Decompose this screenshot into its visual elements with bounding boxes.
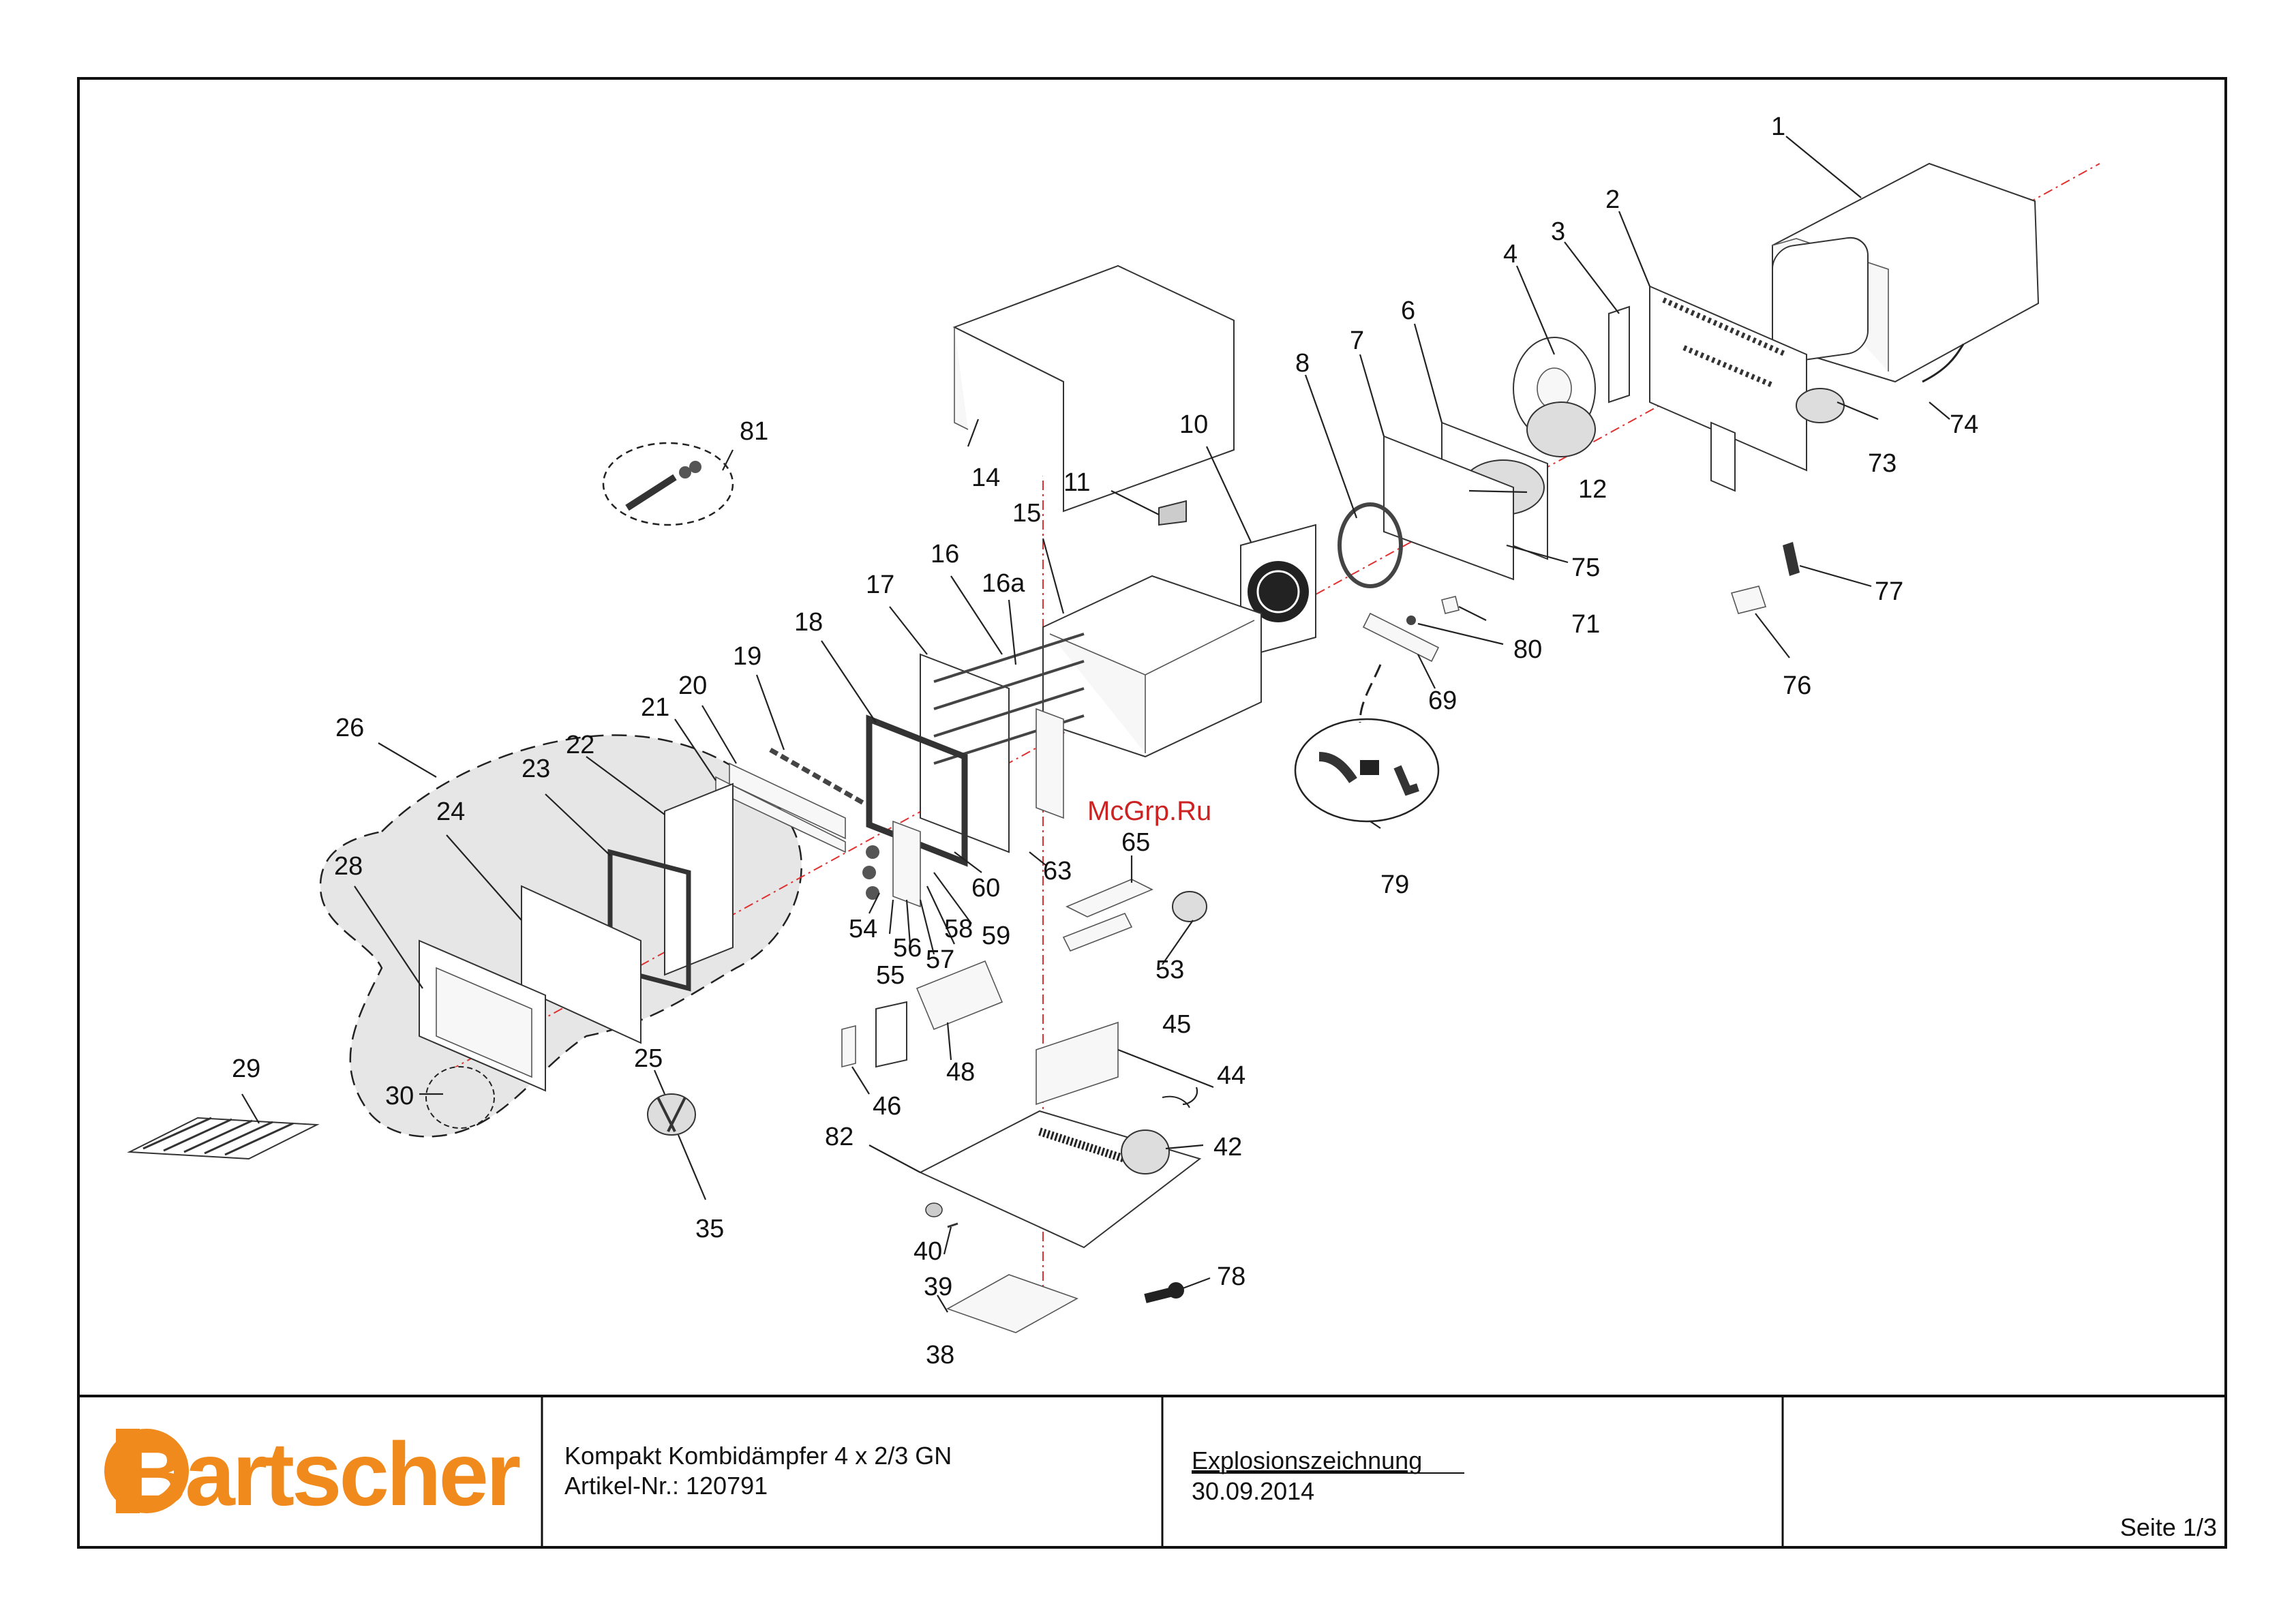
watermark: McGrp.Ru — [1087, 796, 1211, 826]
part-gland-73 — [1796, 389, 1844, 423]
product-name: Kompakt Kombidämpfer 4 x 2/3 GN — [564, 1442, 952, 1470]
title-block: Bartscher Kompakt Kombidämpfer 4 x 2/3 G… — [78, 1396, 2226, 1547]
part-drain-69 — [1363, 613, 1438, 661]
label-29: 29 — [232, 1055, 260, 1083]
brand-logo: Bartscher — [104, 1424, 520, 1524]
label-39: 39 — [924, 1273, 952, 1301]
label-16a: 16a — [982, 569, 1025, 598]
label-59: 59 — [982, 922, 1010, 950]
label-75: 75 — [1571, 553, 1600, 582]
part-pin-81 — [603, 443, 733, 525]
label-40: 40 — [913, 1237, 942, 1266]
label-6: 6 — [1401, 297, 1415, 325]
label-71: 71 — [1571, 610, 1600, 639]
part-shield-45 — [1036, 1022, 1118, 1104]
part-grid-shelf-29 — [130, 1118, 317, 1159]
label-65: 65 — [1121, 828, 1150, 857]
label-82: 82 — [825, 1123, 854, 1151]
label-8: 8 — [1295, 349, 1310, 378]
part-switch-77 — [1783, 542, 1800, 576]
part-bottom-cover-38 — [948, 1275, 1077, 1333]
part-plug-78 — [1145, 1282, 1184, 1299]
label-79: 79 — [1380, 870, 1409, 899]
label-69: 69 — [1428, 686, 1457, 715]
label-63: 63 — [1043, 857, 1072, 885]
label-26: 26 — [335, 714, 364, 742]
label-4: 4 — [1503, 240, 1517, 269]
part-screw-80 — [1406, 616, 1416, 625]
label-76: 76 — [1783, 671, 1811, 700]
brand-wordmark: Bartscher — [123, 1424, 520, 1524]
part-fan-wheel — [1513, 337, 1595, 457]
document-type: Explosionszeichnung — [1192, 1446, 1422, 1474]
part-outer-casing — [1772, 164, 2038, 382]
label-17: 17 — [866, 571, 894, 599]
label-80: 80 — [1513, 635, 1542, 664]
label-35: 35 — [695, 1215, 724, 1243]
label-10: 10 — [1179, 410, 1208, 439]
label-45: 45 — [1162, 1010, 1191, 1039]
label-56: 56 — [893, 934, 922, 962]
label-14: 14 — [971, 464, 1000, 492]
part-ring-heater-8 — [1340, 504, 1401, 586]
label-21: 21 — [641, 693, 669, 722]
label-74: 74 — [1950, 410, 1978, 439]
part-foot-39 — [948, 1224, 958, 1227]
label-15: 15 — [1012, 499, 1041, 528]
exploded-drawing: 1 2 3 4 6 7 8 10 11 12 14 15 16 16a 17 1… — [130, 112, 2100, 1369]
label-19: 19 — [733, 642, 761, 671]
label-48: 48 — [946, 1058, 975, 1087]
part-chamber-15 — [1043, 576, 1261, 757]
label-20: 20 — [678, 671, 707, 700]
label-81: 81 — [740, 417, 768, 446]
hose-dashed-link — [1360, 665, 1380, 723]
label-60: 60 — [971, 874, 1000, 902]
part-clip-71 — [1442, 596, 1459, 613]
part-electrics — [862, 821, 1207, 951]
label-18: 18 — [794, 608, 823, 637]
label-28: 28 — [334, 852, 363, 881]
part-base-plate-82 — [920, 1097, 1200, 1247]
part-bracket-3 — [1609, 307, 1629, 402]
label-16: 16 — [931, 540, 959, 568]
label-53: 53 — [1155, 956, 1184, 984]
label-38: 38 — [926, 1341, 954, 1369]
label-1: 1 — [1771, 112, 1785, 141]
page-indicator: Seite 1/3 — [2120, 1513, 2217, 1541]
label-58: 58 — [944, 915, 973, 943]
part-hinge-30 — [426, 1067, 494, 1128]
label-77: 77 — [1875, 577, 1903, 606]
label-78: 78 — [1217, 1262, 1245, 1291]
label-55: 55 — [876, 961, 905, 990]
label-30: 30 — [385, 1082, 414, 1110]
part-latch-35 — [648, 1094, 695, 1135]
label-22: 22 — [566, 731, 594, 759]
label-2: 2 — [1605, 185, 1620, 214]
label-73: 73 — [1868, 449, 1897, 478]
part-steam-generator — [842, 961, 1002, 1067]
drawing-date: 30.09.2014 — [1192, 1477, 1314, 1505]
label-44: 44 — [1217, 1061, 1245, 1090]
article-number: Artikel-Nr.: 120791 — [564, 1472, 768, 1500]
label-23: 23 — [522, 755, 550, 783]
part-bracket-76 — [1732, 586, 1766, 613]
label-57: 57 — [926, 945, 954, 974]
label-3: 3 — [1551, 217, 1565, 246]
part-foot-40 — [926, 1203, 942, 1217]
part-hose-79 — [1295, 719, 1438, 821]
label-54: 54 — [849, 915, 877, 943]
label-46: 46 — [873, 1092, 901, 1121]
label-24: 24 — [436, 798, 465, 826]
label-42: 42 — [1213, 1133, 1242, 1162]
label-25: 25 — [634, 1044, 663, 1073]
label-7: 7 — [1350, 327, 1364, 355]
label-12: 12 — [1578, 475, 1607, 504]
part-handle-11 — [1159, 501, 1186, 525]
label-11: 11 — [1063, 468, 1090, 497]
